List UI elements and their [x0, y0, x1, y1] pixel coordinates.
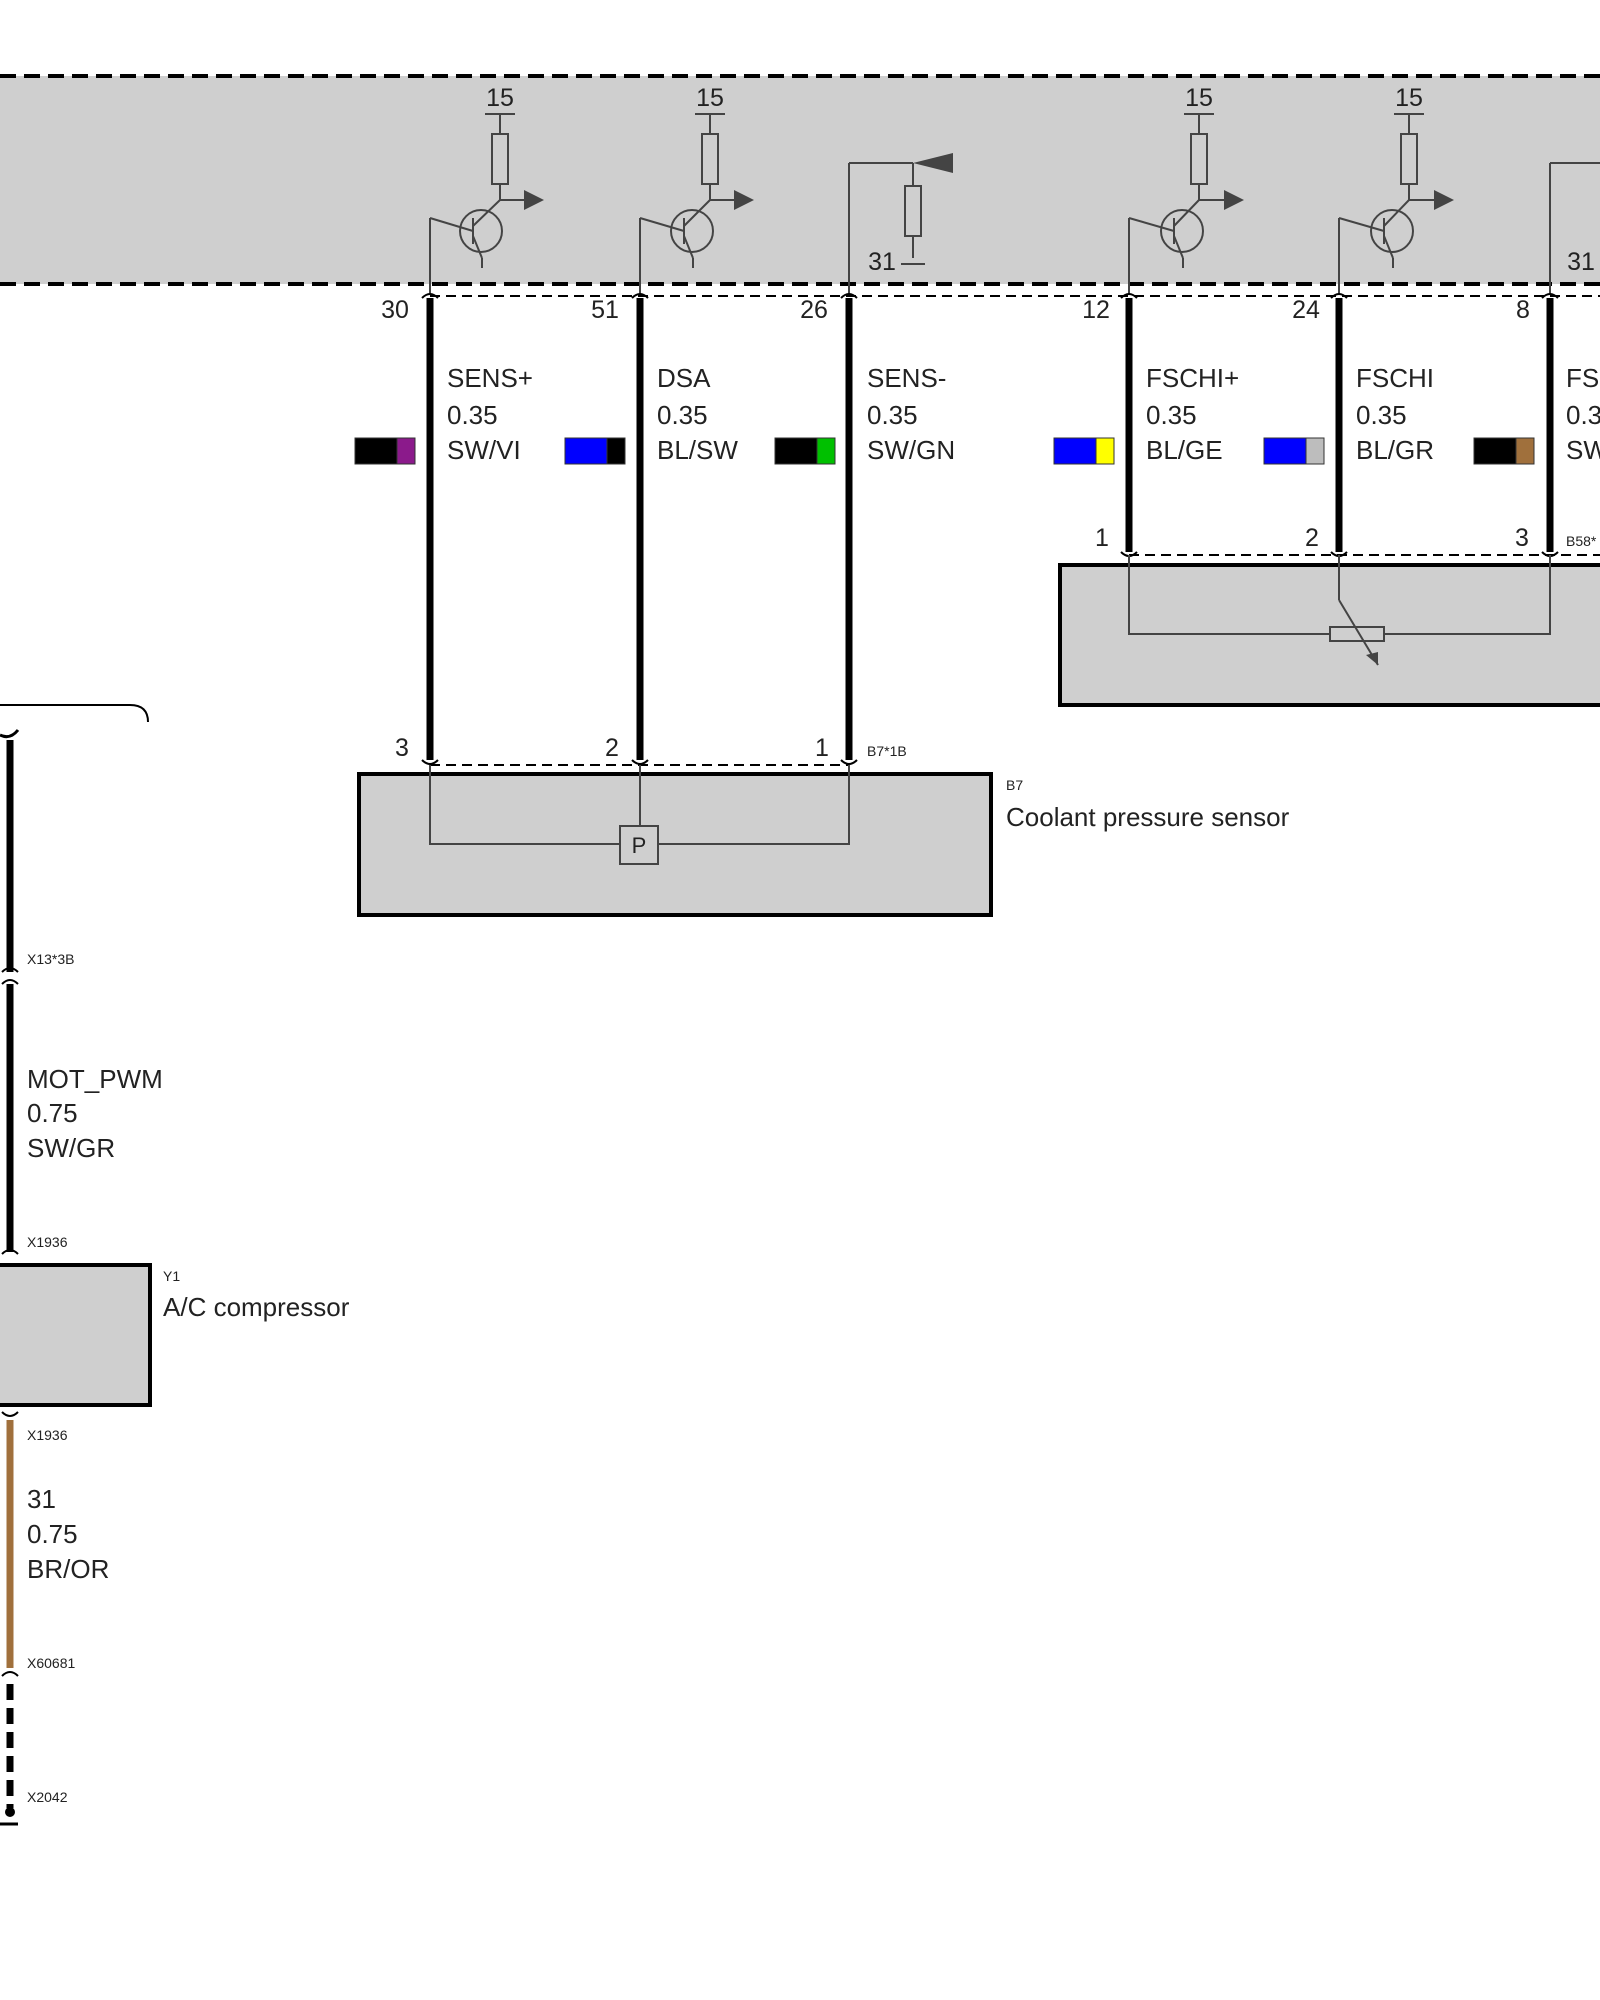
pin-number: 51 [591, 296, 619, 324]
driver-circuit-sens-plus: 15 [429, 84, 544, 294]
wire-gauge-label: 0.3 [1566, 400, 1600, 430]
wire-color-code: SW/VI [447, 435, 521, 465]
pressure-symbol-label: P [632, 833, 647, 858]
mot-pwm-signal: MOT_PWM [27, 1064, 163, 1094]
connector-label-x13: X13*3B [27, 951, 74, 967]
wire-gauge-label: 0.35 [657, 400, 708, 430]
end-pin-number: 2 [605, 734, 619, 762]
color-swatch-stripe [396, 437, 416, 465]
color-swatch-main [774, 437, 818, 465]
control-unit-housing [0, 76, 1600, 284]
pin-number: 24 [1292, 296, 1320, 324]
color-swatch-main [1053, 437, 1097, 465]
wire-signal-label: DSA [657, 363, 711, 393]
mot-pwm-gauge: 0.75 [27, 1098, 78, 1128]
end-pin-number: 3 [395, 734, 409, 762]
wire-gauge-label: 0.35 [447, 400, 498, 430]
end-pin-number: 1 [1095, 524, 1109, 552]
supply-label: 15 [486, 84, 514, 112]
color-swatch-stripe [606, 437, 626, 465]
driver-circuit-fschi: 15 [1338, 84, 1454, 294]
color-swatch-main [564, 437, 608, 465]
ground-circuit-right: 31 [1549, 162, 1600, 294]
wire-signal-label: SENS+ [447, 363, 533, 393]
color-swatch-stripe [1305, 437, 1325, 465]
pin-number: 8 [1516, 296, 1530, 324]
ground-color: BR/OR [27, 1554, 109, 1584]
ground-label: 31 [868, 248, 896, 276]
wire-gauge-label: 0.35 [1356, 400, 1407, 430]
sensor-b58 [1058, 554, 1600, 707]
component-id-y1: Y1 [163, 1268, 180, 1284]
connector-label-b7: B7*1B [867, 743, 907, 759]
compressor-y1-box [0, 1263, 152, 1407]
connector-label-b58: B58* [1566, 533, 1597, 549]
color-swatch-main [1473, 437, 1517, 465]
wire-sens-minus: 26 SENS- 0.35 SW/GN 1 B7*1B [774, 296, 955, 762]
color-swatch-stripe [816, 437, 836, 465]
wire-color-code: BL/GE [1146, 435, 1223, 465]
pin-number: 12 [1082, 296, 1110, 324]
wire-color-code: BL/SW [657, 435, 738, 465]
driver-circuit-dsa: 15 [639, 84, 754, 294]
ground-circuit-sens-minus: 31 [848, 153, 953, 294]
color-swatch-main [1263, 437, 1307, 465]
wire-gauge-label: 0.35 [867, 400, 918, 430]
pin-number: 26 [800, 296, 828, 324]
wire-sens-plus: 30 SENS+ 0.35 SW/VI 3 [354, 296, 533, 762]
connector-label-x1936-bottom: X1936 [27, 1427, 68, 1443]
ground-label: 31 [1567, 248, 1595, 276]
supply-label: 15 [1185, 84, 1213, 112]
color-swatch-stripe [1515, 437, 1535, 465]
wire-color-code: SW/GN [867, 435, 955, 465]
connector-label-x1936-top: X1936 [27, 1234, 68, 1250]
harness-bracket [0, 704, 149, 723]
mot-pwm-color: SW/GR [27, 1133, 115, 1163]
wire-color-code: SW [1566, 435, 1600, 465]
wire-fschi: 24 FSCHI 0.35 BL/GR 2 [1263, 296, 1434, 552]
wire-signal-label: SENS- [867, 363, 946, 393]
component-id-b7: B7 [1006, 777, 1023, 793]
wire-color-code: BL/GR [1356, 435, 1434, 465]
component-name-b7: Coolant pressure sensor [1006, 802, 1290, 832]
sensor-b7: P B7 Coolant pressure sensor [357, 764, 1290, 917]
wire-dsa: 51 DSA 0.35 BL/SW 2 [564, 296, 738, 762]
supply-label: 15 [1395, 84, 1423, 112]
wire-signal-label: FSCHI+ [1146, 363, 1239, 393]
connector-label-x60681: X60681 [27, 1655, 75, 1671]
supply-label: 15 [696, 84, 724, 112]
wire-fs-partial: 8 FS 0.3 SW 3 B58* [1473, 296, 1600, 552]
wire-gauge-label: 0.35 [1146, 400, 1197, 430]
end-pin-number: 3 [1515, 524, 1529, 552]
color-swatch-main [354, 437, 398, 465]
left-branch: X13*3B MOT_PWM 0.75 SW/GR X1936 Y1 A/C c… [0, 704, 350, 1826]
connector-label-x2042: X2042 [27, 1789, 68, 1805]
ground-signal: 31 [27, 1484, 56, 1514]
pressure-symbol [619, 825, 659, 865]
wire-signal-label: FSCHI [1356, 363, 1434, 393]
component-name-y1: A/C compressor [163, 1292, 350, 1322]
pin-number: 30 [381, 296, 409, 324]
color-swatch-stripe [1095, 437, 1115, 465]
end-pin-number: 2 [1305, 524, 1319, 552]
end-pin-number: 1 [815, 734, 829, 762]
driver-circuit-fschi-plus: 15 [1128, 84, 1244, 294]
wire-fschi-plus: 12 FSCHI+ 0.35 BL/GE 1 [1053, 296, 1239, 552]
ground-gauge: 0.75 [27, 1519, 78, 1549]
wire-signal-label: FS [1566, 363, 1599, 393]
